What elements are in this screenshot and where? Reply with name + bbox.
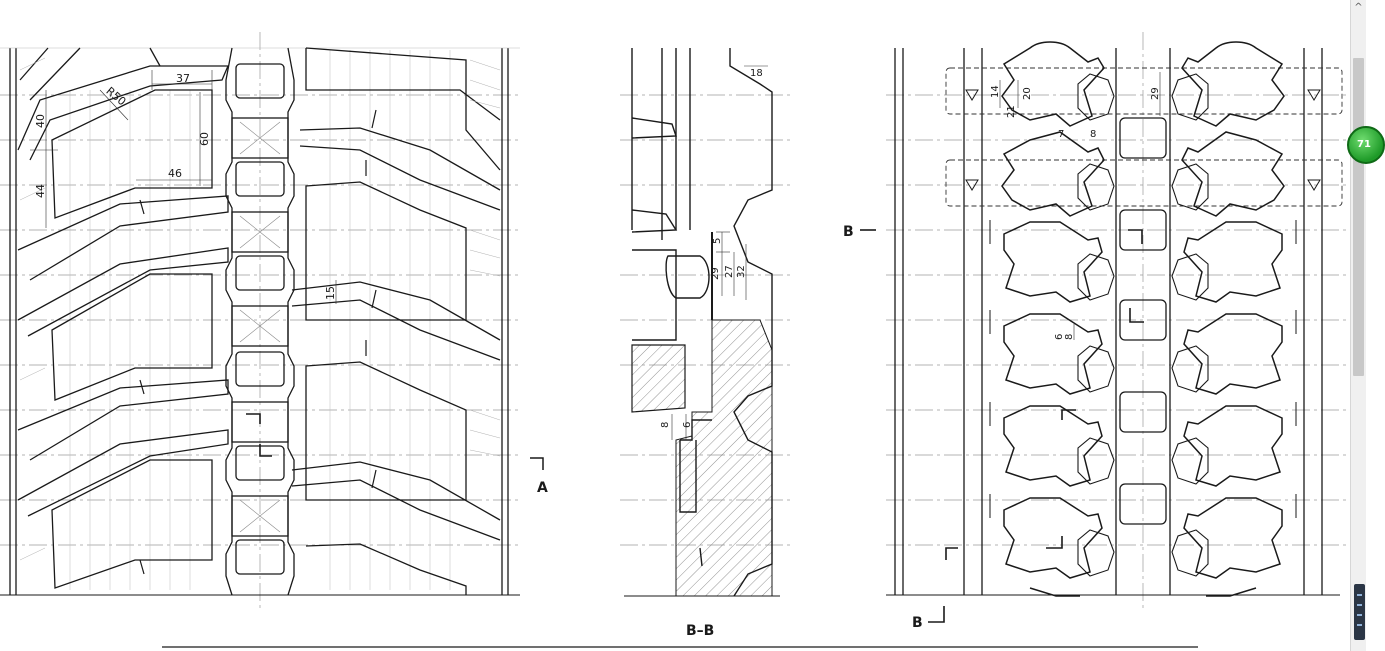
page-badge-number: 71 (1357, 139, 1371, 150)
dim-label: 8 (1064, 334, 1075, 340)
navigator-icon[interactable] (1354, 584, 1365, 640)
scrollbar-thumb[interactable] (1353, 58, 1364, 376)
dim-label: 8 (660, 422, 671, 428)
page-badge[interactable]: 71 (1347, 126, 1385, 164)
dim-label: 29 (710, 267, 721, 280)
dim-label: 32 (736, 265, 747, 278)
vertical-scrollbar[interactable]: ^ (1350, 0, 1366, 651)
dim-label: 46 (168, 167, 182, 180)
inner-side-view (860, 32, 1350, 623)
dim-label: 8 (1090, 129, 1096, 140)
dim-label: 40 (34, 114, 47, 128)
dim-label: 5 (712, 238, 723, 244)
technical-drawing: 37 R50 40 60 46 44 15 A (0, 32, 1350, 648)
dim-label: 21 (1006, 105, 1017, 118)
scroll-up-arrow-icon[interactable]: ^ (1354, 2, 1363, 13)
dim-label: 6 (682, 422, 693, 428)
section-mark-a: A (537, 480, 548, 496)
dim-label: 18 (750, 68, 763, 79)
drawing-viewport: 37 R50 40 60 46 44 15 A (0, 32, 1350, 648)
section-b-b-view (620, 48, 790, 597)
dim-label: 27 (724, 265, 735, 278)
dim-label: 20 (1022, 87, 1033, 100)
dim-label: 60 (198, 132, 211, 146)
tread-top-view (0, 32, 544, 610)
dim-label: 14 (990, 85, 1001, 98)
dim-label: 6 (1054, 334, 1065, 340)
section-mark-b-bottom: B (912, 615, 923, 631)
dim-label: 44 (34, 184, 47, 198)
dim-label: 7 (1058, 129, 1064, 140)
section-label: B–B (686, 623, 714, 639)
dim-label: 37 (176, 72, 190, 85)
section-mark-b-top: B (843, 224, 854, 240)
dim-label: 29 (1150, 87, 1161, 100)
dim-label: 15 (324, 286, 337, 300)
